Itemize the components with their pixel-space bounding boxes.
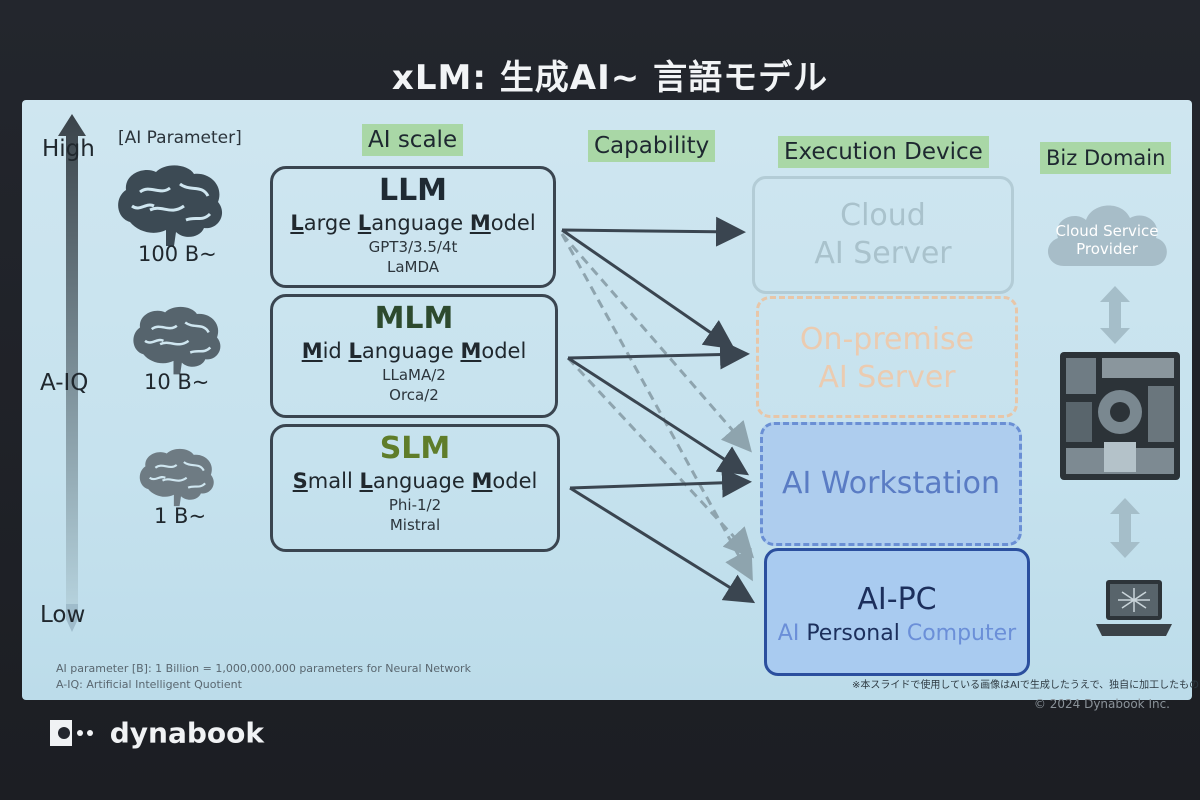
arrow-llm-cloud	[561, 216, 746, 247]
provider-label: Provider	[1076, 240, 1139, 258]
slm-abbr: SLM	[379, 431, 451, 466]
slm-example-2: Mistral	[389, 516, 441, 534]
arrow-slm-aipc	[569, 486, 756, 604]
axis-low-label: Low	[40, 602, 86, 628]
brain-medium-icon	[133, 306, 221, 375]
footnote-image-note: ※本スライドで使用している画像はAIで生成したうえで、独自に加工したものです	[852, 680, 1200, 691]
param-1b-label: 1 B~	[154, 504, 207, 528]
mlm-abbr: MLM	[374, 301, 454, 336]
param-100b-label: 100 B~	[138, 242, 217, 266]
slm-box: SLM Small Language Model Phi-1/2 Mistral	[270, 424, 560, 552]
arrow-llm-onprem	[561, 228, 735, 350]
param-10b-label: 10 B~	[144, 370, 210, 394]
brain-small-icon	[139, 448, 214, 507]
capability-arrows	[560, 216, 756, 604]
axis-high-label: High	[42, 136, 95, 162]
device-ai-pc: AI-PC AI Personal Computer	[764, 548, 1030, 676]
header-ai-parameter: [AI Parameter]	[118, 128, 242, 148]
mlm-example-2: Orca/2	[389, 386, 439, 404]
device-ai-workstation: AI Workstation	[760, 422, 1022, 546]
llm-example-1: GPT3/3.5/4t	[368, 238, 458, 256]
header-biz-domain: Biz Domain	[1040, 142, 1172, 174]
copyright-text: © 2024 Dynabook Inc.	[1033, 697, 1170, 711]
dynabook-logo-mark	[50, 720, 93, 746]
arrow-slm-workstation	[569, 467, 752, 498]
brand-name: dynabook	[109, 716, 265, 750]
device-cloud-ai-server: Cloud AI Server	[752, 176, 1014, 294]
arrow-mlm-workstation	[567, 356, 750, 476]
slm-full-name: Small Language Model	[292, 469, 538, 493]
mlm-full-name: Mid Language Model	[301, 339, 527, 363]
cloud-service-provider-icon: Cloud Service Provider	[1047, 205, 1167, 266]
arrow-mlm-onprem	[567, 339, 750, 370]
laptop-icon	[1096, 580, 1172, 636]
cloud-service-label: Cloud Service	[1055, 222, 1158, 240]
header-execution-device: Execution Device	[778, 136, 989, 168]
footnote-ai-parameter: AI parameter [B]: 1 Billion = 1,000,000,…	[56, 662, 471, 675]
mlm-example-1: LLaMA/2	[382, 366, 446, 384]
header-ai-scale: AI scale	[362, 124, 464, 156]
slide-title: xLM: 生成AI~ 言語モデル	[391, 58, 829, 98]
header-capability: Capability	[588, 130, 716, 162]
mlm-box: MLM Mid Language Model LLaMA/2 Orca/2	[270, 294, 558, 418]
dash-arrow-mlm-aipc	[566, 356, 755, 559]
brain-large-icon	[118, 165, 223, 246]
llm-example-2: LaMDA	[386, 258, 440, 276]
llm-box: LLM Large Language Model GPT3/3.5/4t LaM…	[270, 166, 556, 288]
slm-example-1: Phi-1/2	[388, 496, 442, 514]
slide-panel: High A-IQ Low [AI Parameter] AI scale Ca…	[22, 100, 1200, 700]
llm-abbr: LLM	[378, 173, 448, 208]
llm-full-name: Large Language Model	[290, 211, 536, 235]
double-arrow-icon-lower	[1110, 498, 1140, 558]
footnote-aiq: A-IQ: Artificial Intelligent Quotient	[56, 678, 242, 691]
axis-aiq-label: A-IQ	[40, 370, 89, 396]
double-arrow-icon-upper	[1100, 286, 1130, 344]
datacenter-icon	[1060, 352, 1180, 480]
aiq-axis-arrow	[58, 114, 86, 632]
dash-arrow-llm-workstation	[560, 233, 752, 453]
dash-arrow-llm-aipc	[560, 233, 753, 582]
device-onpremise-ai-server: On-premise AI Server	[756, 296, 1018, 418]
dynabook-logo: dynabook	[50, 715, 264, 750]
